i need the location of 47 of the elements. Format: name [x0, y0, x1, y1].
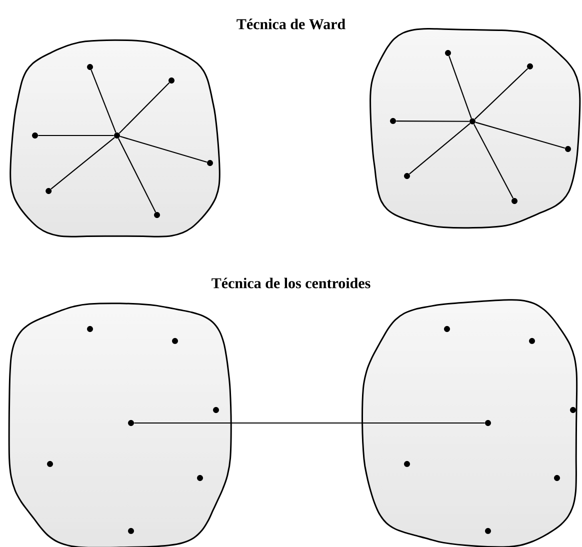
data-point — [554, 475, 560, 481]
data-point — [47, 461, 53, 467]
connecting-line — [118, 82, 170, 134]
connecting-line — [396, 120, 470, 122]
data-point — [172, 338, 178, 344]
data-point — [114, 132, 120, 138]
data-point — [390, 118, 396, 124]
connecting-line — [38, 134, 114, 136]
data-point — [404, 173, 410, 179]
data-point — [445, 50, 451, 56]
data-point — [485, 528, 491, 534]
data-point — [87, 326, 93, 332]
data-point — [213, 407, 219, 413]
data-point — [470, 118, 476, 124]
data-point — [565, 146, 571, 152]
data-point — [527, 63, 533, 70]
connecting-line — [474, 124, 514, 198]
data-point — [168, 78, 174, 84]
data-point — [87, 64, 93, 70]
connecting-line — [475, 122, 566, 149]
cluster-blob — [370, 28, 581, 229]
data-point — [197, 475, 203, 481]
connecting-line — [409, 123, 470, 174]
data-point — [444, 326, 450, 332]
data-point — [154, 212, 160, 218]
data-point — [512, 198, 518, 204]
connecting-line — [120, 136, 208, 163]
cluster-blob — [8, 302, 232, 547]
data-point — [207, 160, 213, 166]
section-title: Técnica de los centroides — [212, 278, 370, 288]
data-point — [485, 420, 491, 426]
cluster-blob — [362, 299, 578, 547]
cluster-blob — [10, 39, 220, 238]
section-title: Técnica de Ward — [236, 18, 346, 30]
data-point — [46, 188, 52, 194]
data-point — [404, 461, 410, 467]
connecting-line — [50, 137, 115, 190]
data-point — [570, 407, 576, 413]
connecting-line — [118, 138, 156, 212]
connecting-line — [474, 68, 528, 120]
data-point — [128, 528, 134, 534]
data-point — [32, 132, 38, 138]
data-point — [529, 338, 535, 344]
data-point — [128, 420, 134, 426]
connecting-line — [448, 56, 472, 119]
connecting-line — [90, 70, 116, 133]
connecting-line — [134, 422, 485, 424]
